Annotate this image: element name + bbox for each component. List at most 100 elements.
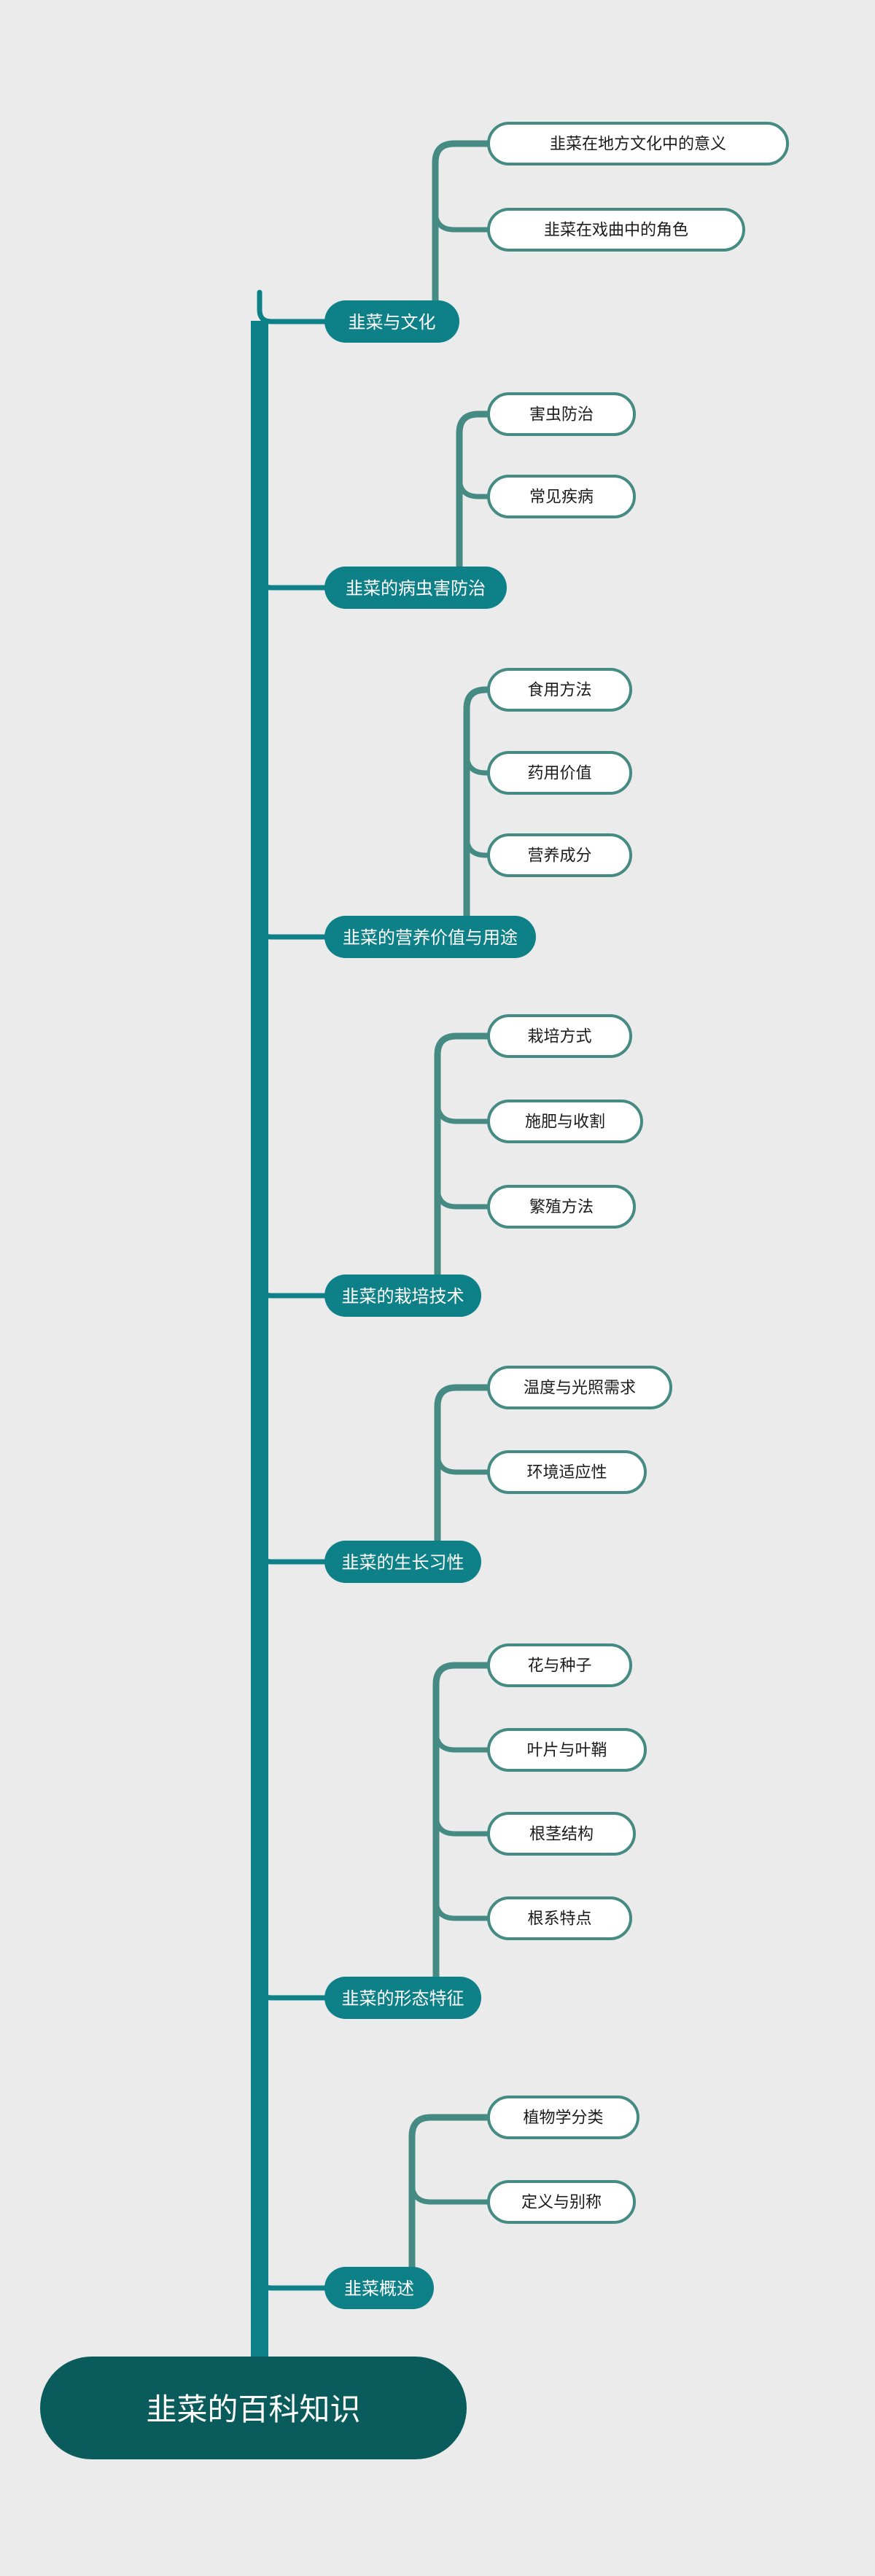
branch-node-morphology[interactable]: 韭菜的形态特征	[324, 1977, 481, 2019]
spine-pest-control	[456, 410, 495, 585]
leaf-node-label: 药用价值	[527, 765, 591, 783]
branch-node-shape	[324, 567, 507, 609]
leaf-node-label: 常见疾病	[529, 489, 594, 507]
root-node-shape	[40, 2357, 467, 2459]
branch-node-shape	[324, 1275, 481, 1317]
branch-node-label: 韭菜的生长习性	[342, 1552, 464, 1573]
leaf-node-shape	[487, 1185, 636, 1229]
leaf-node-shape	[487, 833, 632, 877]
root-node-label: 韭菜的百科知识	[146, 2392, 360, 2427]
spine-overview	[408, 2114, 495, 2286]
leaf-node-growth-habit-1[interactable]: 环境适应性	[487, 1450, 647, 1494]
leaf-connector-nutrition-2	[464, 833, 494, 858]
branch-node-shape	[324, 1977, 481, 2019]
leaf-node-nutrition-1[interactable]: 药用价值	[487, 751, 632, 795]
leaf-node-cultivation-2[interactable]: 繁殖方法	[487, 1185, 636, 1229]
leaf-node-shape	[487, 475, 636, 518]
branch-node-label: 韭菜的病虫害防治	[346, 578, 486, 599]
branch-node-pest-control[interactable]: 韭菜的病虫害防治	[324, 567, 507, 609]
leaf-node-label: 营养成分	[527, 847, 591, 865]
branch-node-shape	[324, 916, 536, 958]
leaf-connector-morphology-3	[433, 1896, 494, 1921]
leaf-node-label: 食用方法	[527, 682, 591, 700]
leaf-node-shape	[487, 1014, 632, 1058]
leaf-node-label: 栽培方式	[527, 1028, 591, 1046]
leaf-node-cultivation-0[interactable]: 栽培方式	[487, 1014, 632, 1058]
leaf-node-label: 韭菜在戏曲中的角色	[544, 222, 688, 240]
leaf-node-shape	[487, 751, 632, 795]
branch-node-cultivation[interactable]: 韭菜的栽培技术	[324, 1275, 481, 1317]
branch-connector-overview	[257, 2256, 332, 2291]
branch-node-label: 韭菜的营养价值与用途	[343, 927, 518, 948]
spine-morphology	[432, 1662, 495, 1996]
leaf-node-shape	[487, 392, 636, 436]
leaf-node-nutrition-2[interactable]: 营养成分	[487, 833, 632, 877]
leaf-node-morphology-2[interactable]: 根茎结构	[487, 1812, 636, 1856]
leaf-node-growth-habit-0[interactable]: 温度与光照需求	[487, 1366, 672, 1409]
leaf-connector-growth-habit-1	[435, 1450, 494, 1475]
leaf-node-overview-0[interactable]: 植物学分类	[487, 2096, 639, 2139]
branch-connector-nutrition	[257, 905, 332, 940]
spine-growth-habit	[434, 1384, 495, 1560]
spine-cultivation	[434, 1032, 495, 1293]
leaf-node-shape	[487, 1728, 647, 1772]
leaf-connector-culture-1	[432, 208, 494, 233]
branch-node-label: 韭菜的栽培技术	[342, 1286, 464, 1307]
spine-culture	[432, 140, 495, 319]
leaf-node-label: 叶片与叶鞘	[526, 1742, 607, 1760]
leaf-node-label: 繁殖方法	[529, 1199, 594, 1217]
leaf-node-pest-control-0[interactable]: 害虫防治	[487, 392, 636, 436]
leaf-connector-cultivation-1	[435, 1100, 494, 1124]
branch-node-label: 韭菜与文化	[349, 312, 436, 332]
leaf-node-morphology-1[interactable]: 叶片与叶鞘	[487, 1728, 647, 1772]
leaf-connector-pest-control-1	[456, 475, 494, 499]
branch-node-shape	[324, 2267, 434, 2309]
leaf-node-label: 温度与光照需求	[524, 1380, 636, 1398]
leaf-node-shape	[487, 668, 632, 712]
leaf-connector-morphology-1	[433, 1728, 494, 1753]
branch-node-overview[interactable]: 韭菜概述	[324, 2267, 434, 2309]
branch-node-growth-habit[interactable]: 韭菜的生长习性	[324, 1541, 481, 1583]
leaf-connector-morphology-2	[433, 1812, 494, 1837]
leaf-connector-nutrition-1	[464, 751, 494, 776]
leaf-node-shape	[487, 2096, 639, 2139]
leaf-node-label: 花与种子	[527, 1657, 591, 1676]
leaf-node-label: 害虫防治	[529, 406, 594, 424]
branch-node-shape	[324, 1541, 481, 1583]
leaf-node-label: 韭菜在地方文化中的意义	[550, 136, 726, 154]
leaf-node-shape	[487, 1643, 632, 1687]
leaf-node-shape	[487, 1812, 636, 1856]
branch-node-nutrition[interactable]: 韭菜的营养价值与用途	[324, 916, 536, 958]
branch-node-label: 韭菜概述	[344, 2279, 414, 2299]
leaf-node-morphology-3[interactable]: 根系特点	[487, 1896, 632, 1940]
branch-node-label: 韭菜的形态特征	[342, 1988, 464, 2009]
leaf-node-label: 根茎结构	[529, 1826, 594, 1844]
branch-connector-morphology	[257, 1966, 332, 2001]
leaf-node-overview-1[interactable]: 定义与别称	[487, 2180, 636, 2224]
branch-node-shape	[324, 300, 459, 343]
leaf-connector-cultivation-2	[435, 1185, 494, 1210]
branch-connector-culture	[257, 289, 332, 324]
root-node[interactable]: 韭菜的百科知识	[40, 2357, 467, 2459]
leaf-node-nutrition-0[interactable]: 食用方法	[487, 668, 632, 712]
leaf-node-cultivation-1[interactable]: 施肥与收割	[487, 1100, 643, 1143]
branch-connector-growth-habit	[257, 1530, 332, 1565]
leaf-node-culture-1[interactable]: 韭菜在戏曲中的角色	[487, 208, 745, 252]
connector-links-layer	[251, 140, 495, 2362]
leaf-node-morphology-0[interactable]: 花与种子	[487, 1643, 632, 1687]
leaf-connector-overview-1	[409, 2180, 494, 2205]
nodes-layer: 韭菜在地方文化中的意义韭菜在戏曲中的角色韭菜与文化害虫防治常见疾病韭菜的病虫害防…	[40, 122, 789, 2459]
leaf-node-shape	[487, 122, 789, 166]
leaf-node-label: 植物学分类	[523, 2109, 603, 2128]
leaf-node-culture-0[interactable]: 韭菜在地方文化中的意义	[487, 122, 789, 166]
leaf-node-shape	[487, 2180, 636, 2224]
leaf-node-shape	[487, 208, 745, 252]
leaf-node-shape	[487, 1450, 647, 1494]
leaf-node-pest-control-1[interactable]: 常见疾病	[487, 475, 636, 518]
branch-connector-cultivation	[257, 1264, 332, 1299]
leaf-node-shape	[487, 1896, 632, 1940]
branch-node-culture[interactable]: 韭菜与文化	[324, 300, 459, 343]
leaf-node-shape	[487, 1366, 672, 1409]
leaf-node-label: 定义与别称	[521, 2194, 602, 2212]
